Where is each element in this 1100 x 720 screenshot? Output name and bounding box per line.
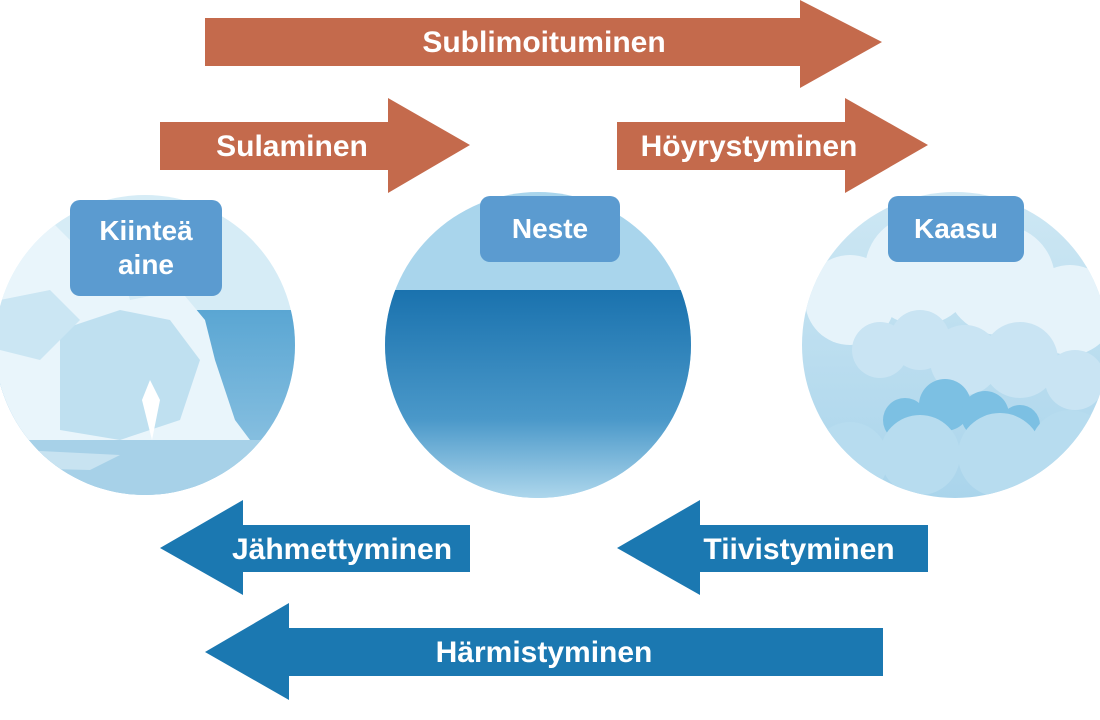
sublimation-arrow: Sublimoituminen bbox=[205, 0, 882, 88]
freezing-arrow: Jähmettyminen bbox=[160, 500, 470, 595]
condensation-arrow: Tiivistyminen bbox=[617, 500, 928, 595]
deposition-arrow: Härmistyminen bbox=[205, 603, 883, 700]
vaporization-label: Höyrystyminen bbox=[641, 130, 858, 163]
solid-state-label: Kiinteä aine bbox=[70, 200, 222, 296]
melting-label: Sulaminen bbox=[216, 130, 368, 163]
sublimation-label: Sublimoituminen bbox=[422, 26, 665, 59]
gas-state-label: Kaasu bbox=[888, 196, 1024, 262]
freezing-label: Jähmettyminen bbox=[232, 533, 452, 566]
liquid-state-label: Neste bbox=[480, 196, 620, 262]
vaporization-arrow: Höyrystyminen bbox=[617, 98, 928, 193]
condensation-label: Tiivistyminen bbox=[703, 533, 894, 566]
melting-arrow: Sulaminen bbox=[160, 98, 470, 193]
deposition-label: Härmistyminen bbox=[436, 636, 653, 669]
